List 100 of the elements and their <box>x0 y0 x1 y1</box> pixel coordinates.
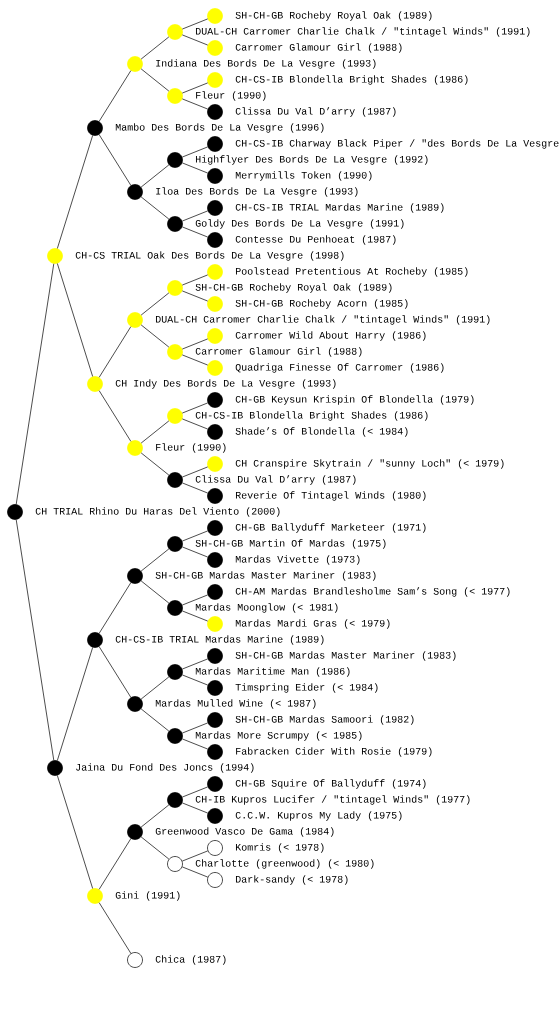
connector-line <box>57 647 93 761</box>
name-label: CH-CS TRIAL Oak Des Bords De La Vesgre (1998) <box>75 251 344 261</box>
connector-line <box>98 582 132 634</box>
name-label: CH-GB Ballyduff Marketeer (1971) <box>235 523 426 533</box>
name-label: Poolstead Pretentious At Rocheby (1985) <box>236 267 468 277</box>
connector-line <box>140 196 170 220</box>
circle-marker <box>127 184 143 200</box>
connector-line <box>181 482 209 494</box>
name-label: Fleur (1990) <box>156 443 226 453</box>
connector-line <box>181 274 209 286</box>
connector-line <box>98 70 132 122</box>
name-label: Carromer Glamour Girl (1988) <box>195 347 362 357</box>
connector-line <box>181 738 209 750</box>
name-label: Contesse Du Penhoeat (1987) <box>235 235 396 245</box>
connector-line <box>140 452 170 476</box>
circle-marker <box>87 376 103 392</box>
name-label: DUAL-CH Carromer Charlie Chalk / "tintagel Winds" (1991) <box>156 315 490 325</box>
circle-marker <box>167 152 183 168</box>
connector-line <box>181 658 209 670</box>
name-label: SH-CH-GB Rocheby Royal Oak (1989) <box>195 283 392 293</box>
name-label: DUAL-CH Carromer Charlie Chalk / "tintagel Winds" (1991) <box>196 27 530 37</box>
circle-marker <box>167 344 183 360</box>
connector-line <box>181 338 209 350</box>
name-label: Mardas Maritime Man (1986) <box>195 667 350 677</box>
name-label: CH-CS-IB Blondella Bright Shades (1986) <box>235 75 468 85</box>
name-label: Jaina Du Fond Des Joncs (1994) <box>76 763 254 773</box>
connector-line <box>140 676 170 700</box>
connector-line <box>98 646 132 698</box>
name-label: CH-CS-IB Charway Black Piper / "des Bords De La Vesgre <box>235 139 559 149</box>
name-label: Mambo Des Bords De La Vesgre (1996) <box>115 123 324 133</box>
circle-marker <box>167 24 183 40</box>
name-label: SH-CH-GB Rocheby Royal Oak (1989) <box>235 11 432 21</box>
name-label: Iloa Des Bords De La Vesgre (1993) <box>156 187 358 197</box>
name-label: CH-CS-IB Blondella Bright Shades (1986) <box>195 411 428 421</box>
connector-line <box>140 548 170 572</box>
name-label: Mardas More Scrumpy (< 1985) <box>195 731 362 741</box>
name-label: Greenwood Vasco De Gama (1984) <box>155 827 334 837</box>
name-label: CH-AM Mardas Brandlesholme Sam’s Song (< 1977) <box>235 587 510 597</box>
circle-marker <box>127 56 143 72</box>
circle-marker <box>127 824 143 840</box>
connector-line <box>140 292 170 316</box>
connector-line <box>98 134 132 186</box>
name-label: CH Indy Des Bords De La Vesgre (1993) <box>115 379 336 389</box>
name-label: Shade’s Of Blondella (< 1984) <box>235 427 408 437</box>
connector-line <box>181 418 209 430</box>
connector-line <box>140 836 170 860</box>
connector-line <box>57 263 93 377</box>
connector-line <box>181 82 209 94</box>
name-label: CH Cranspire Skytrain / "sunny Loch" (< 1979) <box>235 459 504 469</box>
connector-line <box>181 34 209 46</box>
name-label: SH-CH-GB Mardas Samoori (1982) <box>235 715 414 725</box>
connector-line <box>181 162 209 174</box>
connector-line <box>181 210 209 222</box>
connector-line <box>140 708 170 732</box>
name-label: CH TRIAL Rhino Du Haras Del Viento (2000) <box>35 507 280 517</box>
name-label: C.C.W. Kupros My Lady (1975) <box>235 811 402 821</box>
connector-line <box>140 580 170 604</box>
connector-line <box>181 354 209 366</box>
connector-line <box>181 866 209 878</box>
connector-line <box>181 402 209 414</box>
name-label: CH-GB Keysun Krispin Of Blondella (1979) <box>235 395 474 405</box>
name-label: CH-GB Squire Of Ballyduff (1974) <box>235 779 426 789</box>
name-label: Carromer Wild About Harry (1986) <box>235 331 426 341</box>
connector-line <box>181 594 209 606</box>
name-label: SH-CH-GB Rocheby Acorn (1985) <box>235 299 408 309</box>
circle-marker <box>127 568 143 584</box>
connector-line <box>181 290 209 302</box>
name-label: Fleur (1990) <box>196 91 266 101</box>
circle-marker <box>127 696 143 712</box>
connector-line <box>181 466 209 478</box>
connector-line <box>181 530 209 542</box>
name-label: SH-CH-GB Mardas Master Mariner (1983) <box>235 651 456 661</box>
name-label: CH-CS-IB TRIAL Mardas Marine (1989) <box>235 203 444 213</box>
circle-marker <box>47 248 63 264</box>
connector-line <box>181 146 209 158</box>
name-label: Mardas Vivette (1973) <box>235 555 360 565</box>
connector-line <box>140 164 170 188</box>
name-label: Clissa Du Val D’arry (1987) <box>235 107 396 117</box>
connector-line <box>181 18 209 30</box>
circle-marker <box>167 216 183 232</box>
connector-line <box>57 775 93 889</box>
circle-marker <box>167 792 183 808</box>
circle-marker <box>127 312 143 328</box>
circle-marker <box>127 440 143 456</box>
circle-marker <box>47 760 63 776</box>
name-label: Charlotte (greenwood) (< 1980) <box>195 859 374 869</box>
name-label: Quadriga Finesse Of Carromer (1986) <box>235 363 444 373</box>
connector-line <box>98 838 132 890</box>
connector-line <box>181 722 209 734</box>
name-label: Dark-sandy (< 1978) <box>236 875 348 885</box>
circle-marker <box>167 536 183 552</box>
connector-line <box>140 36 170 60</box>
name-label: CH-CS-IB TRIAL Mardas Marine (1989) <box>115 635 324 645</box>
name-label: Highflyer Des Bords De La Vesgre (1992) <box>196 155 428 165</box>
connector-line <box>181 98 209 110</box>
connector-line <box>15 519 55 761</box>
name-label: Merrymills Token (1990) <box>235 171 372 181</box>
connector-line <box>98 326 132 378</box>
connector-line <box>181 546 209 558</box>
connector-line <box>140 420 170 444</box>
